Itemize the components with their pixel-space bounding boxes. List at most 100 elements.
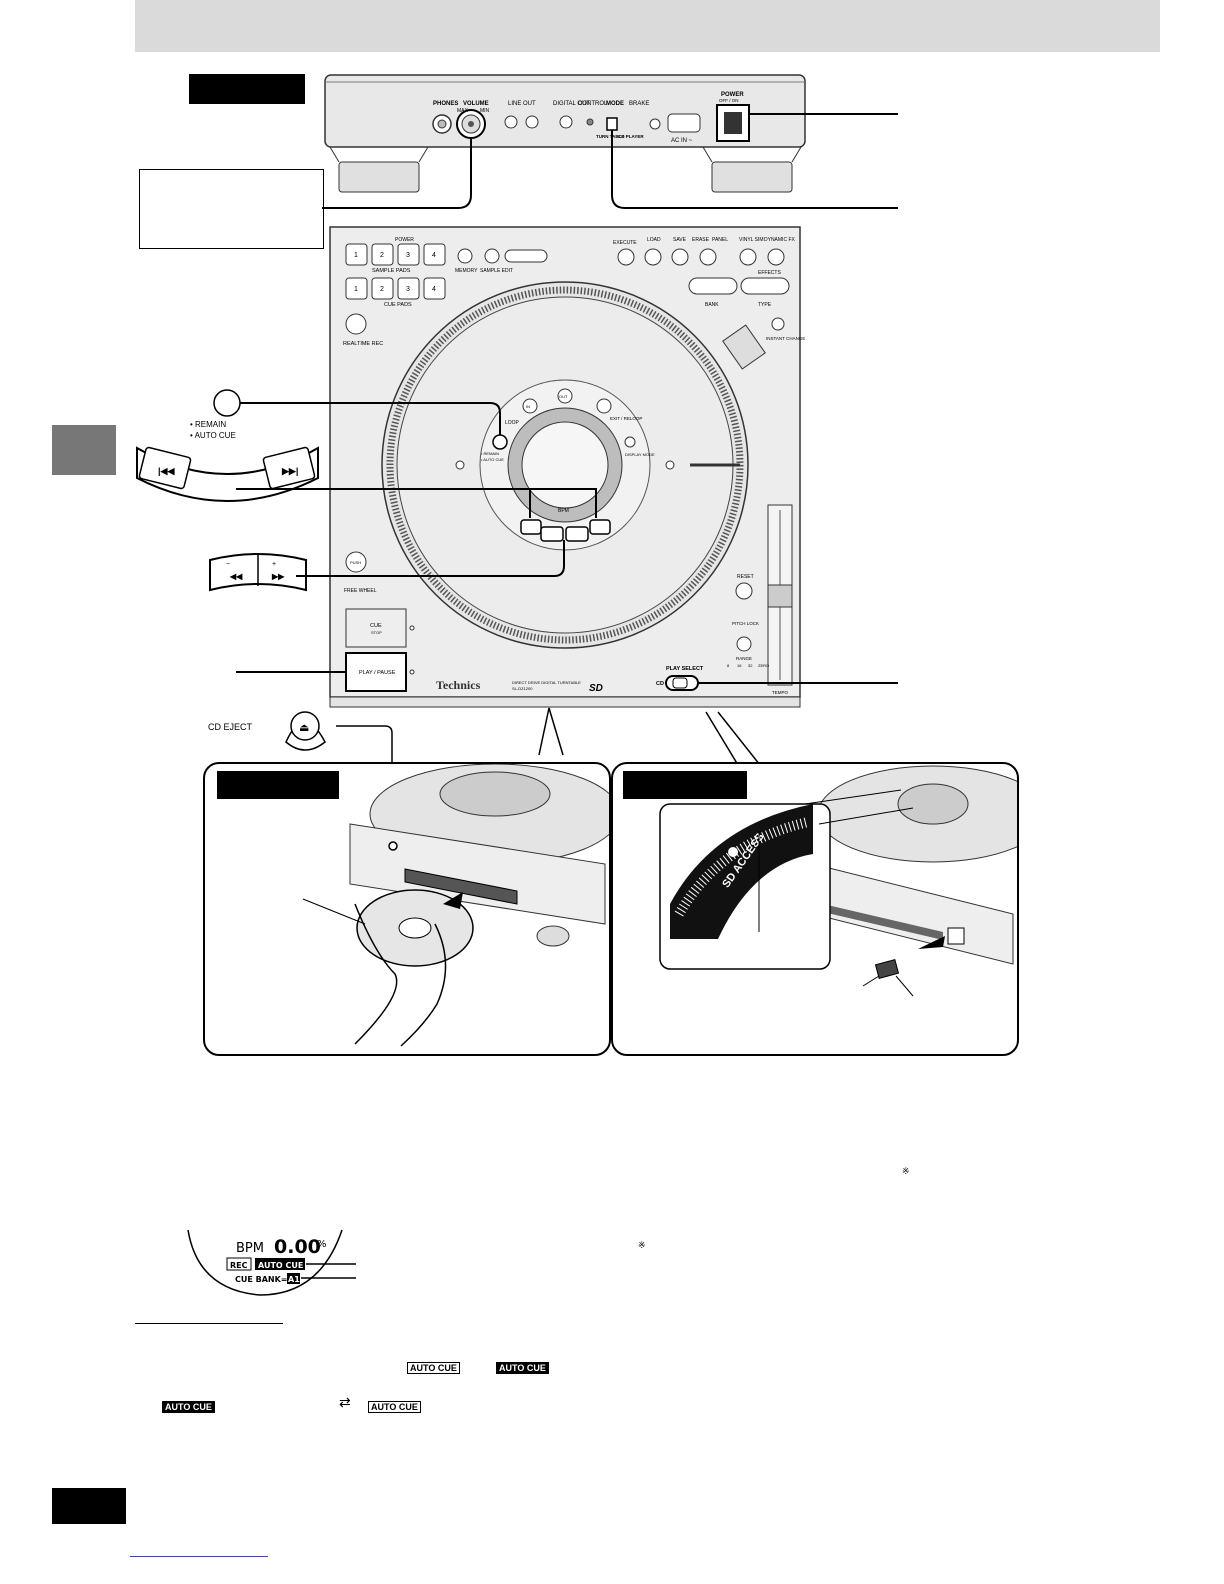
note-auto-cue-boxed-text: AUTO CUE — [407, 1362, 460, 1374]
note-auto-cue-inverse-text-2: AUTO CUE — [162, 1401, 215, 1413]
range-label: RANGE — [736, 656, 752, 661]
instant-change-label: INSTANT CHANGE — [766, 336, 805, 341]
top-power-label: POWER — [395, 237, 414, 243]
type-label: TYPE — [758, 302, 772, 308]
rear-line-out-label: LINE OUT — [508, 101, 536, 107]
lcd-cue-bank: CUE BANK= — [235, 1275, 288, 1284]
chapter-side-tab — [52, 425, 116, 475]
sd-insert-drawing: SD ACCESS — [659, 765, 1017, 997]
rear-digital-out-label: DIGITAL OUT — [553, 101, 590, 107]
rear-brake-label: BRAKE — [629, 101, 649, 107]
lcd-percent: % — [317, 1239, 327, 1250]
lcd-bpm-label: BPM — [236, 1241, 264, 1256]
eject-icon: ⏏ — [299, 722, 309, 734]
search-minus-icon: − — [226, 561, 230, 568]
sample-pad-2: 2 — [380, 252, 384, 259]
footnote-rule — [135, 1323, 283, 1324]
sd-insert-panel: SD ACCESS — [611, 762, 1019, 1056]
rear-panel-label — [189, 74, 305, 104]
top-panel: 1 2 3 4 1 2 3 4 SAMPLE PADS CUE PADS POW… — [329, 226, 805, 708]
footer-link-underline — [130, 1556, 268, 1557]
top-remain-label: • REMAIN — [481, 451, 499, 456]
cue-label: CUE — [370, 623, 382, 629]
search-back-icon: ◀◀ — [229, 572, 243, 581]
memory-label: MEMORY — [455, 268, 478, 274]
model-name: DIRECT DRIVE DIGITAL TURNTABLE — [512, 680, 581, 685]
rear-mode-cd: CD PLAYER — [618, 134, 644, 139]
cue-pads-label: CUE PADS — [384, 302, 412, 308]
reset-label: RESET — [737, 574, 754, 580]
sd-panel-label — [623, 771, 747, 799]
note-auto-cue-inverse-2: AUTO CUE — [162, 1397, 215, 1415]
loop-in-label: IN — [526, 404, 530, 409]
tempo-label: TEMPO — [772, 690, 789, 695]
vinyl-sim-label: VINYL SIM — [739, 237, 764, 243]
lcd-bank-value: A1 — [288, 1275, 300, 1284]
rear-min-label: MIN — [480, 108, 490, 114]
realtime-rec-label: REALTIME REC — [343, 341, 383, 347]
rear-max-label: MAX — [457, 108, 469, 114]
sample-pad-1: 1 — [354, 252, 358, 259]
header-band — [135, 0, 1160, 52]
skip-back-icon: |◀◀ — [158, 466, 175, 476]
search-plus-icon: + — [272, 561, 276, 568]
dynamic-fx-label: DYNAMIC FX — [764, 237, 796, 243]
exit-reloop-label: EXIT / RELOOP — [610, 416, 642, 421]
cue-pad-3: 3 — [406, 286, 410, 293]
rear-control-label: CONTROL — [578, 101, 608, 107]
sample-pads-label: SAMPLE PADS — [372, 268, 411, 274]
erase-label: ERASE — [692, 237, 710, 243]
turntable-illustration: PHONES VOLUME MAX MIN LINE OUT DIGITAL O… — [136, 74, 898, 850]
cd-panel-label — [217, 771, 339, 799]
note-auto-cue-inverse-text: AUTO CUE — [496, 1362, 549, 1374]
note-auto-cue-boxed-1: AUTO CUE — [407, 1358, 460, 1376]
note-auto-cue-boxed-text-2: AUTO CUE — [368, 1401, 421, 1413]
skip-forward-icon: ▶▶| — [281, 466, 298, 476]
rear-power-label: POWER — [721, 92, 744, 98]
save-label: SAVE — [673, 237, 687, 243]
cd-insert-panel — [203, 762, 611, 1056]
lcd-bpm-value: 0.00 — [274, 1236, 321, 1258]
sd-logo: SD — [589, 683, 603, 694]
push-label: PUSH — [350, 560, 361, 565]
cue-pad-4: 4 — [432, 286, 436, 293]
load-label: LOAD — [647, 237, 661, 243]
pitch-lock-label: PITCH LOCK — [732, 621, 759, 626]
cue-pad-2: 2 — [380, 286, 384, 293]
play-select-cd: CD — [656, 681, 664, 687]
cd-eject-label: CD EJECT — [208, 722, 253, 732]
cue-pad-1: 1 — [354, 286, 358, 293]
rear-volume-label: VOLUME — [463, 101, 489, 107]
rear-phones-label: PHONES — [433, 101, 458, 107]
lcd-rec: REC — [230, 1261, 248, 1270]
rear-mode-label: MODE — [606, 101, 624, 107]
lcd-display: BPM 0.00 % REC AUTO CUE CUE BANK= A1 — [187, 1229, 356, 1296]
rear-power-sub: OFF / ON — [719, 98, 739, 103]
lcd-auto-cue: AUTO CUE — [258, 1261, 303, 1270]
execute-label: EXECUTE — [613, 240, 637, 246]
bpm-label: BPM — [558, 508, 569, 514]
cd-insert-drawing — [302, 764, 609, 1047]
note-mark-1: ※ — [902, 1166, 910, 1176]
toggle-arrows-icon: ⇄ — [339, 1394, 351, 1410]
rear-mode-turntable: TURN TABLE — [596, 134, 624, 139]
brand-logo: Technics — [436, 678, 481, 692]
play-pause-label: PLAY / PAUSE — [359, 670, 396, 676]
top-auto-cue-label: • AUTO CUE — [481, 457, 504, 462]
loop-label: LOOP — [505, 420, 520, 426]
note-auto-cue-inverse-1: AUTO CUE — [496, 1358, 549, 1376]
search-forward-icon: ▶▶ — [271, 572, 285, 581]
play-select-label: PLAY SELECT — [666, 666, 704, 672]
panel-label: PANEL — [712, 237, 728, 243]
free-wheel-label: FREE WHEEL — [344, 588, 377, 594]
range-16: 16 — [737, 663, 742, 668]
note-mark-2: ※ — [638, 1240, 646, 1250]
stop-label: STOP — [371, 630, 382, 635]
display-mode-label: DISPLAY MODE — [625, 452, 655, 457]
effects-label: EFFECTS — [758, 270, 781, 276]
page-number-tag — [52, 1488, 126, 1524]
callout-remain: • REMAIN — [190, 420, 226, 429]
sample-pad-4: 4 — [432, 252, 436, 259]
range-zero: ZERO — [758, 663, 769, 668]
model-number: SL-DZ1200 — [512, 686, 533, 691]
